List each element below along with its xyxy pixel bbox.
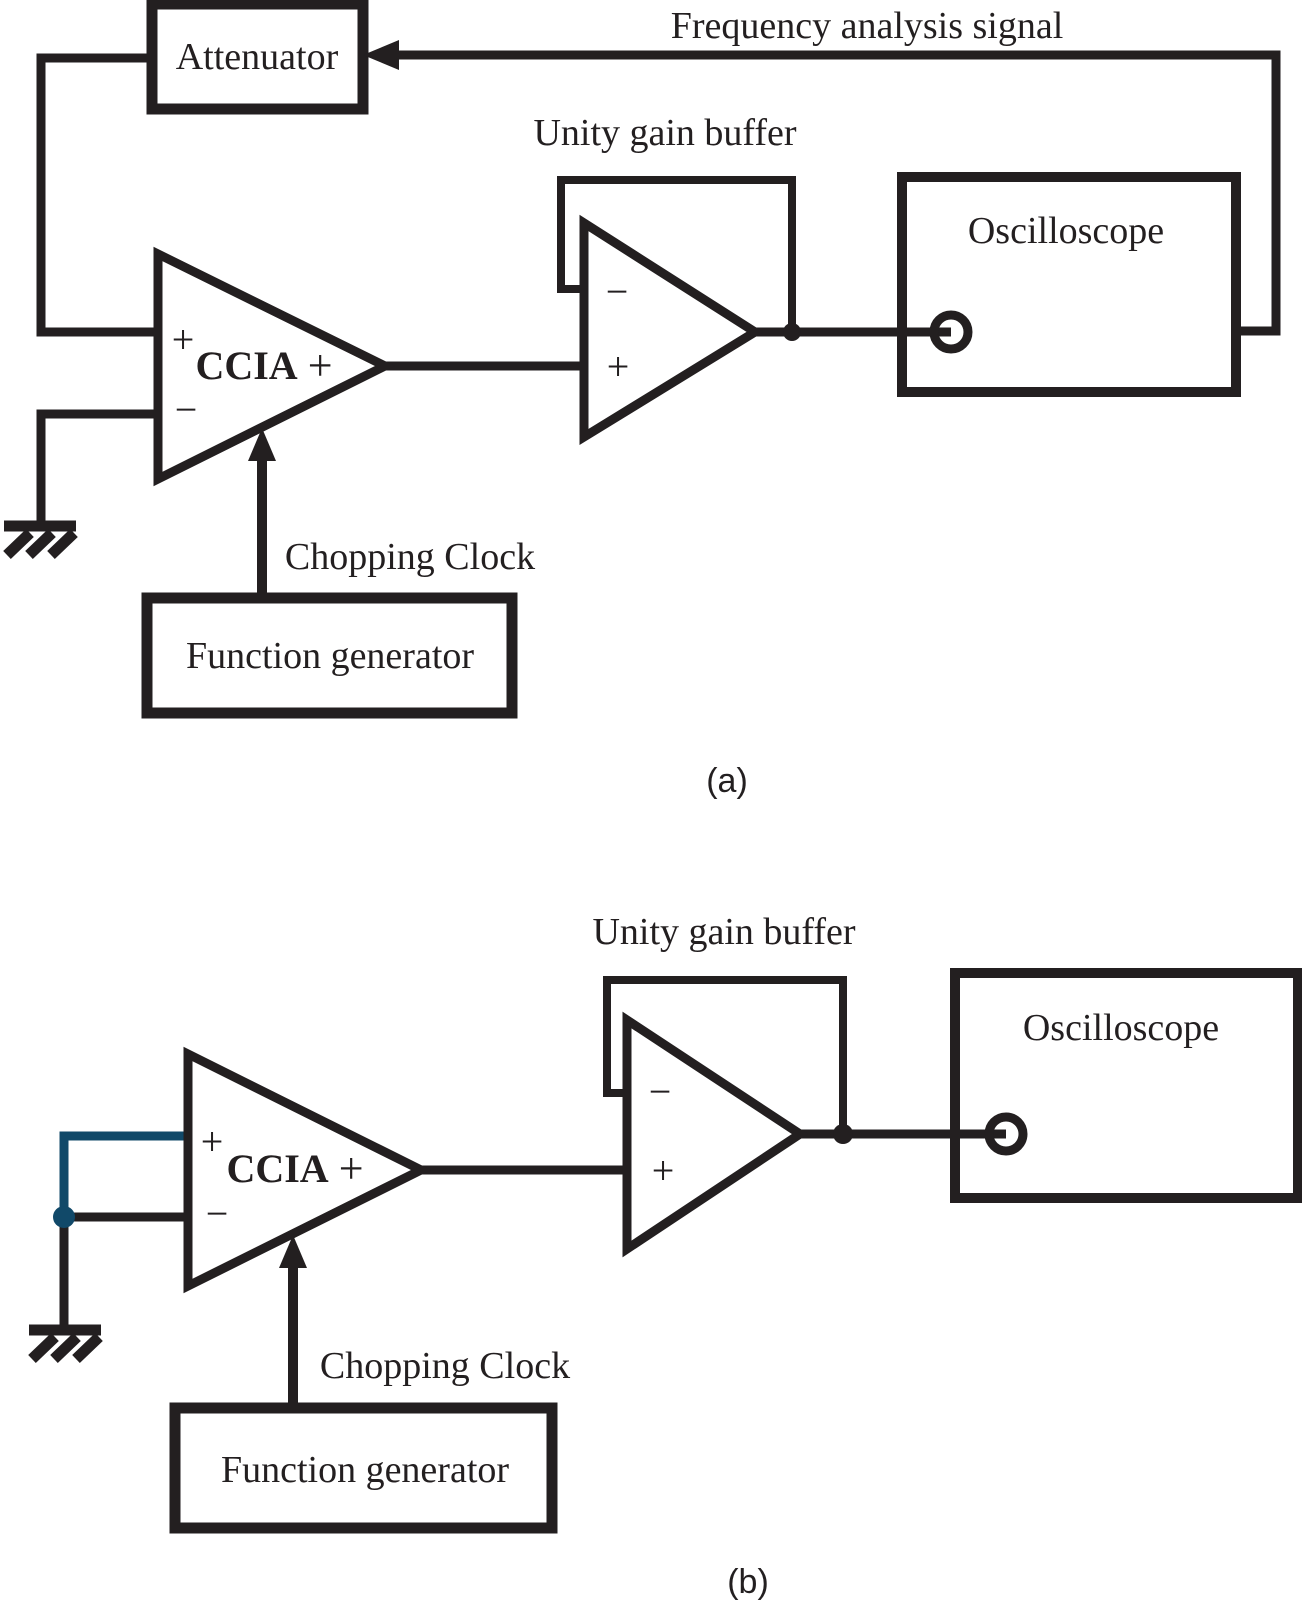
attenuator-label: Attenuator [175, 36, 339, 78]
arrowhead-into-attenuator [363, 40, 399, 70]
oscilloscope-box-b [950, 968, 1302, 1203]
ccia-output-sign-a: + [307, 341, 333, 390]
unity-gain-buffer-amplifier-b [622, 1011, 809, 1258]
ccia-plus-input-mark-b: + [200, 1119, 224, 1164]
oscilloscope-label-b: Oscilloscope [1022, 1007, 1220, 1049]
wire-buffer-feedback-b [603, 976, 847, 1134]
function-generator-box-a [141, 592, 518, 719]
ccia-amplifier-b [183, 1046, 432, 1294]
junction-dot-blue-b [53, 1206, 75, 1228]
ccia-output-sign-b: + [338, 1144, 364, 1193]
ground-hatch-b [72, 1333, 103, 1363]
ccia-minus-input-mark-b: − [205, 1191, 229, 1236]
ccia-label-a: CCIA + [195, 344, 332, 388]
function-generator-label-b: Function generator [220, 1449, 510, 1491]
oscilloscope-box-a [897, 172, 1241, 397]
wire-input-short-blue [59, 1131, 190, 1217]
ccia-minus-input-mark-a: − [174, 387, 198, 432]
buffer-plus-mark-a: + [606, 344, 630, 389]
ground-hatch-a [25, 529, 56, 559]
oscilloscope-input-connector-b [984, 1112, 1028, 1156]
ground-hatch-a [47, 529, 78, 559]
ground-hatch-a [3, 529, 34, 559]
function-generator-label-a: Function generator [185, 635, 475, 677]
caption-b: (b) [727, 1563, 769, 1601]
ground-hatch-b [50, 1333, 81, 1363]
buffer-minus-mark-b: − [648, 1069, 672, 1114]
frequency-analysis-signal-label: Frequency analysis signal [670, 5, 1064, 47]
ccia-name-b: CCIA [226, 1146, 329, 1191]
buffer-minus-mark-a: − [605, 269, 629, 314]
wire-buffer-feedback-a [557, 176, 796, 332]
unity-gain-buffer-label-b: Unity gain buffer [592, 911, 856, 953]
ccia-plus-input-mark-a: + [171, 317, 195, 362]
unity-gain-buffer-amplifier-a [579, 214, 764, 446]
caption-a: (a) [706, 762, 748, 800]
arrowhead-chopping-clock-b [279, 1235, 307, 1268]
chopping-clock-label-a: Chopping Clock [284, 536, 536, 578]
ccia-label-b: CCIA + [226, 1147, 363, 1191]
function-generator-box-b [169, 1402, 558, 1534]
wire-attenuator-to-ccia-plus [36, 53, 160, 337]
oscilloscope-input-connector-a [929, 310, 973, 354]
unity-gain-buffer-label-a: Unity gain buffer [533, 112, 797, 154]
ccia-amplifier-a [153, 246, 396, 487]
ground-hatch-b [28, 1333, 59, 1363]
oscilloscope-label-a: Oscilloscope [967, 210, 1165, 252]
junction-dot-a [783, 323, 801, 341]
arrowhead-chopping-clock-a [248, 428, 276, 461]
ccia-name-a: CCIA [195, 343, 298, 388]
junction-dot-b [833, 1124, 853, 1144]
buffer-plus-mark-b: + [651, 1148, 675, 1193]
chopping-clock-label-b: Chopping Clock [319, 1345, 571, 1387]
wire-frequency-feedback [393, 50, 1281, 336]
wire-ccia-minus-to-ground [36, 409, 160, 522]
